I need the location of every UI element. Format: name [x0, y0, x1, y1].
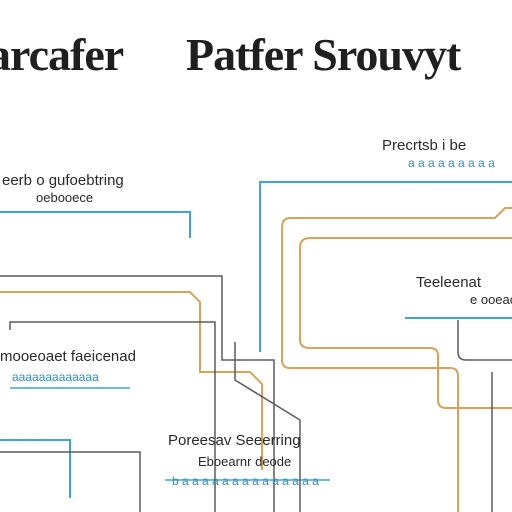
label-left-sub: oebooece	[36, 190, 94, 205]
label-mid-left-sub: aaaaaaaaaaaaa	[12, 370, 99, 384]
label-right-mid-sub: e ooeao	[470, 292, 512, 307]
label-top-right-heading: Precrtsb i be	[382, 137, 467, 154]
connector-blue-left-top	[0, 211, 191, 238]
connector-orange-loop-outer	[281, 207, 512, 512]
connector-gray-mid	[234, 342, 301, 512]
connector-orange-left	[0, 291, 263, 470]
connector-blue-bottom-left	[0, 439, 71, 498]
connector-gray-left-box	[9, 321, 216, 512]
label-bottom-blue: b a a a a a a a a a a a a a a	[172, 474, 319, 488]
connector-blue-top-right	[259, 181, 512, 352]
label-mid-left-heading: mooeoaet faeicenad	[0, 348, 136, 365]
connector-gray-left-outer	[0, 275, 275, 512]
label-top-right-sub: a a a a a a a a a	[408, 156, 495, 170]
connector-gray-right	[457, 320, 512, 361]
connector-gray-bottom-left	[0, 451, 141, 512]
label-left-heading: eerb o gufoebtring	[2, 172, 124, 189]
label-right-mid-heading: Teeleenat	[416, 274, 482, 291]
connector-orange-loop-inner	[299, 237, 512, 409]
label-bottom-heading: Poreesav Seeerring	[168, 432, 301, 449]
title-left: arcafer	[0, 29, 124, 80]
label-bottom-sub: Eboearnr deode	[198, 454, 292, 469]
title-right: Patfer Srouvyt	[186, 29, 461, 80]
